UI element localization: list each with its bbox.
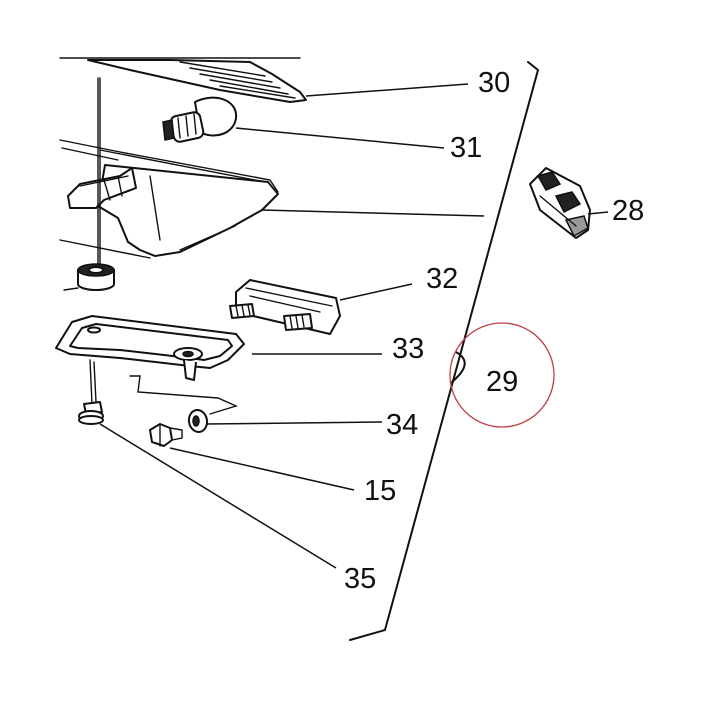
leader-30 xyxy=(305,83,469,97)
group-bracket-line xyxy=(349,61,539,641)
fixing-screw-line xyxy=(97,77,101,271)
callout-35: 35 xyxy=(344,563,376,595)
leader-34 xyxy=(205,421,383,425)
washer-part xyxy=(187,409,209,433)
leader-28 xyxy=(587,211,609,215)
screw-part xyxy=(78,359,104,425)
callout-28: 28 xyxy=(612,195,644,227)
leader-29 xyxy=(261,209,485,217)
bulb-part xyxy=(162,96,238,143)
leader-32 xyxy=(339,283,413,301)
callout-34: 34 xyxy=(386,409,418,441)
highlight-circle xyxy=(449,322,555,428)
callout-29: 29 xyxy=(486,366,518,398)
callout-31: 31 xyxy=(450,132,482,164)
switch-part xyxy=(529,167,591,239)
leader-lines xyxy=(99,83,609,569)
callout-32: 32 xyxy=(426,263,458,295)
leader-15 xyxy=(169,447,355,491)
lens-part xyxy=(229,279,341,335)
roof-panel xyxy=(59,57,307,103)
leader-31 xyxy=(235,127,445,149)
nut-washer-group-line xyxy=(129,375,238,415)
leader-35 xyxy=(99,423,337,569)
nut-part xyxy=(149,423,183,447)
gasket-frame xyxy=(55,315,245,381)
lamp-housing xyxy=(59,139,279,259)
callout-33: 33 xyxy=(392,333,424,365)
callout-30: 30 xyxy=(478,67,510,99)
callout-15: 15 xyxy=(364,475,396,507)
grommet xyxy=(63,263,115,291)
